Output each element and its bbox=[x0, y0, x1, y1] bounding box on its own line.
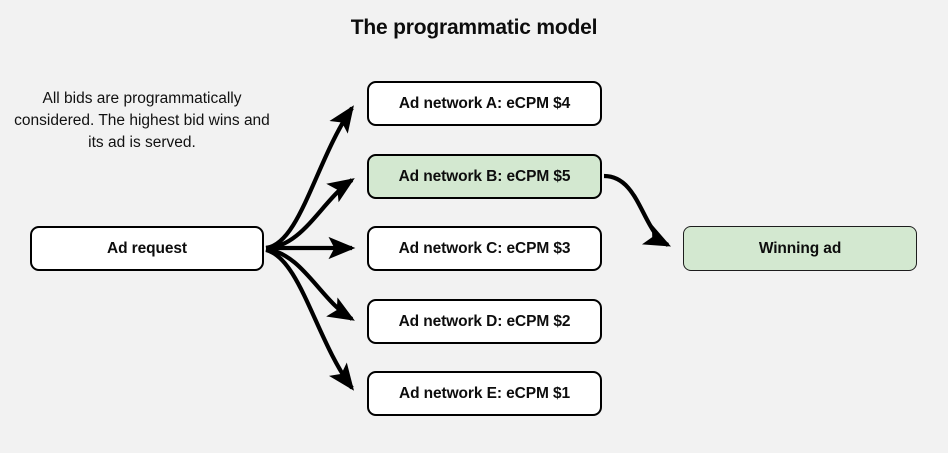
node-ad-request[interactable]: Ad request bbox=[30, 226, 264, 271]
node-ad-network-b[interactable]: Ad network B: eCPM $5 bbox=[367, 154, 602, 199]
node-winning-ad[interactable]: Winning ad bbox=[683, 226, 917, 271]
edge-ad-request-to-network-b bbox=[265, 178, 355, 251]
node-ad-network-c[interactable]: Ad network C: eCPM $3 bbox=[367, 226, 602, 271]
page-title: The programmatic model bbox=[350, 16, 598, 39]
edge-ad-request-to-network-d bbox=[265, 246, 355, 321]
edge-network-b-to-winning-ad bbox=[603, 173, 672, 247]
node-ad-network-a[interactable]: Ad network A: eCPM $4 bbox=[367, 81, 602, 126]
edge-ad-request-to-network-a bbox=[265, 105, 354, 251]
node-ad-network-e[interactable]: Ad network E: eCPM $1 bbox=[367, 371, 602, 416]
edge-ad-request-to-network-e bbox=[265, 247, 355, 391]
node-ad-network-d[interactable]: Ad network D: eCPM $2 bbox=[367, 299, 602, 344]
caption-text: All bids are programmatically considered… bbox=[14, 90, 270, 151]
